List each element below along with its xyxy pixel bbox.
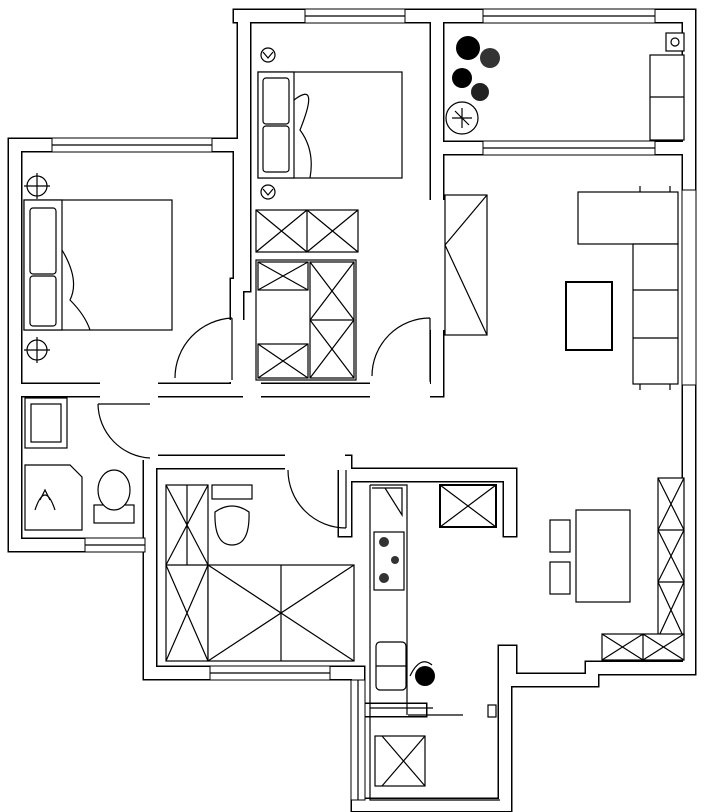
toilet-icon [93, 469, 135, 524]
window-icon [84, 537, 146, 553]
door-opening [243, 382, 261, 398]
balcony [445, 32, 685, 141]
door-opening [285, 454, 345, 470]
window-icon [482, 8, 656, 24]
door-opening [142, 400, 158, 460]
refrigerator-icon [439, 484, 497, 528]
window-icon [304, 8, 406, 24]
wardrobe-icon [255, 209, 359, 381]
door-arc-icon [371, 317, 431, 380]
tv-cabinet [444, 194, 488, 336]
window-icon [51, 137, 213, 153]
sink-icon [375, 641, 435, 691]
middle-bedroom [255, 47, 403, 381]
window-icon [350, 679, 366, 801]
window-icon [482, 140, 656, 156]
lamp-icon [24, 173, 50, 199]
wardrobe-icon [601, 477, 685, 661]
left-bedroom [23, 173, 173, 363]
door-opening [228, 320, 246, 382]
coffee-table-icon [565, 281, 613, 351]
chair-icon [549, 519, 571, 553]
toilet-icon [211, 484, 253, 546]
windows [51, 8, 697, 801]
door-arc-icon [287, 469, 347, 529]
lamp-icon [260, 184, 276, 200]
plant-icon [445, 36, 500, 135]
stove-icon [373, 531, 405, 591]
lamp-icon [24, 337, 50, 363]
door-opening [100, 382, 158, 398]
door-arc-icon [174, 317, 233, 380]
kitchen [369, 484, 500, 801]
sofa-icon [577, 186, 679, 390]
living-room [444, 186, 685, 661]
walls [7, 8, 697, 812]
small-bathroom [24, 397, 135, 531]
washing-machine-icon [374, 735, 426, 787]
dining-table-icon [575, 509, 631, 603]
doors [97, 317, 431, 529]
door-opening [370, 382, 430, 398]
lamp-icon [260, 47, 276, 63]
door-arc-icon [97, 403, 151, 459]
window-icon [209, 665, 331, 681]
shower-icon [24, 464, 83, 531]
window-icon [681, 189, 697, 386]
chair-icon [549, 561, 571, 595]
main-bathroom [165, 484, 355, 662]
door-opening [429, 200, 445, 330]
